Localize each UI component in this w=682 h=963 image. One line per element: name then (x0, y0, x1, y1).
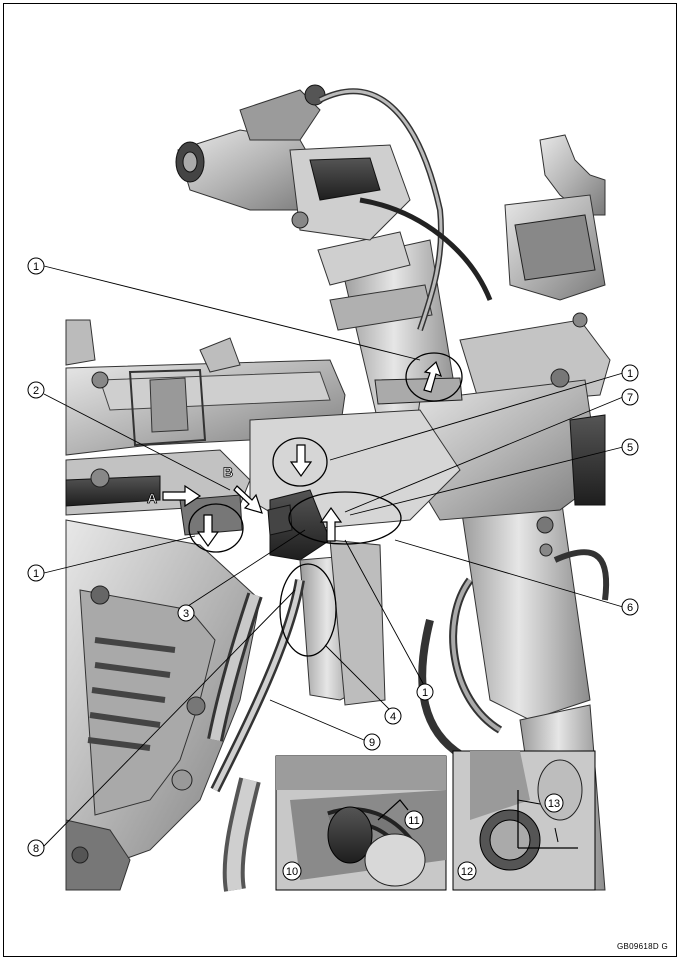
svg-text:11: 11 (408, 815, 419, 827)
callout-12: 12 (457, 861, 477, 881)
svg-text:2: 2 (33, 385, 39, 397)
view-label-b: B (223, 464, 233, 480)
svg-text:13: 13 (548, 798, 560, 810)
callout-8: 8 (27, 839, 45, 857)
callout-1-bottom: 1 (416, 683, 434, 701)
leader-lines (43, 265, 624, 847)
clamp-detail-circle-upper (405, 352, 463, 402)
callout-1-left: 1 (27, 564, 45, 582)
detail-circles (188, 352, 463, 657)
svg-text:5: 5 (627, 442, 633, 454)
svg-text:8: 8 (33, 843, 39, 855)
svg-text:9: 9 (369, 737, 375, 749)
harness-routing (179, 377, 463, 793)
svg-text:1: 1 (33, 568, 39, 580)
direction-arrows (162, 360, 443, 548)
svg-text:7: 7 (627, 392, 633, 404)
callout-1-top: 1 (27, 257, 45, 275)
svg-text:6: 6 (627, 602, 633, 614)
callout-1-right: 1 (621, 364, 639, 382)
callout-11: 11 (404, 810, 424, 830)
inset-hose-clamp (275, 755, 447, 891)
svg-text:1: 1 (33, 261, 39, 273)
callout-3: 3 (177, 604, 195, 622)
callout-7: 7 (621, 388, 639, 406)
svg-text:4: 4 (390, 711, 396, 723)
callout-6: 6 (621, 598, 639, 616)
svg-text:12: 12 (461, 866, 473, 878)
callouts: 1 2 1 3 1 7 5 6 1 4 9 8 10 11 12 13 (27, 257, 639, 881)
page-frame (3, 3, 677, 957)
clamp-detail-circle-lower (279, 563, 337, 657)
callout-9: 9 (363, 733, 381, 751)
clamp-detail-circle-center (288, 491, 402, 545)
callout-10: 10 (282, 861, 302, 881)
callout-4: 4 (384, 707, 402, 725)
handlebar-assembly (175, 84, 411, 241)
svg-text:3: 3 (183, 608, 189, 620)
callout-2: 2 (27, 381, 45, 399)
callout-13: 13 (544, 793, 564, 813)
callout-5: 5 (621, 438, 639, 456)
right-bracket (409, 134, 611, 557)
clamp-detail-circle-middle (272, 437, 328, 487)
figure-code: GB09618D G (616, 942, 668, 951)
clamp-detail-circle-left (188, 503, 244, 553)
svg-text:10: 10 (286, 866, 298, 878)
svg-text:1: 1 (422, 687, 428, 699)
view-labels: A B (147, 464, 234, 507)
view-label-a: A (147, 490, 157, 506)
svg-text:1: 1 (627, 368, 633, 380)
